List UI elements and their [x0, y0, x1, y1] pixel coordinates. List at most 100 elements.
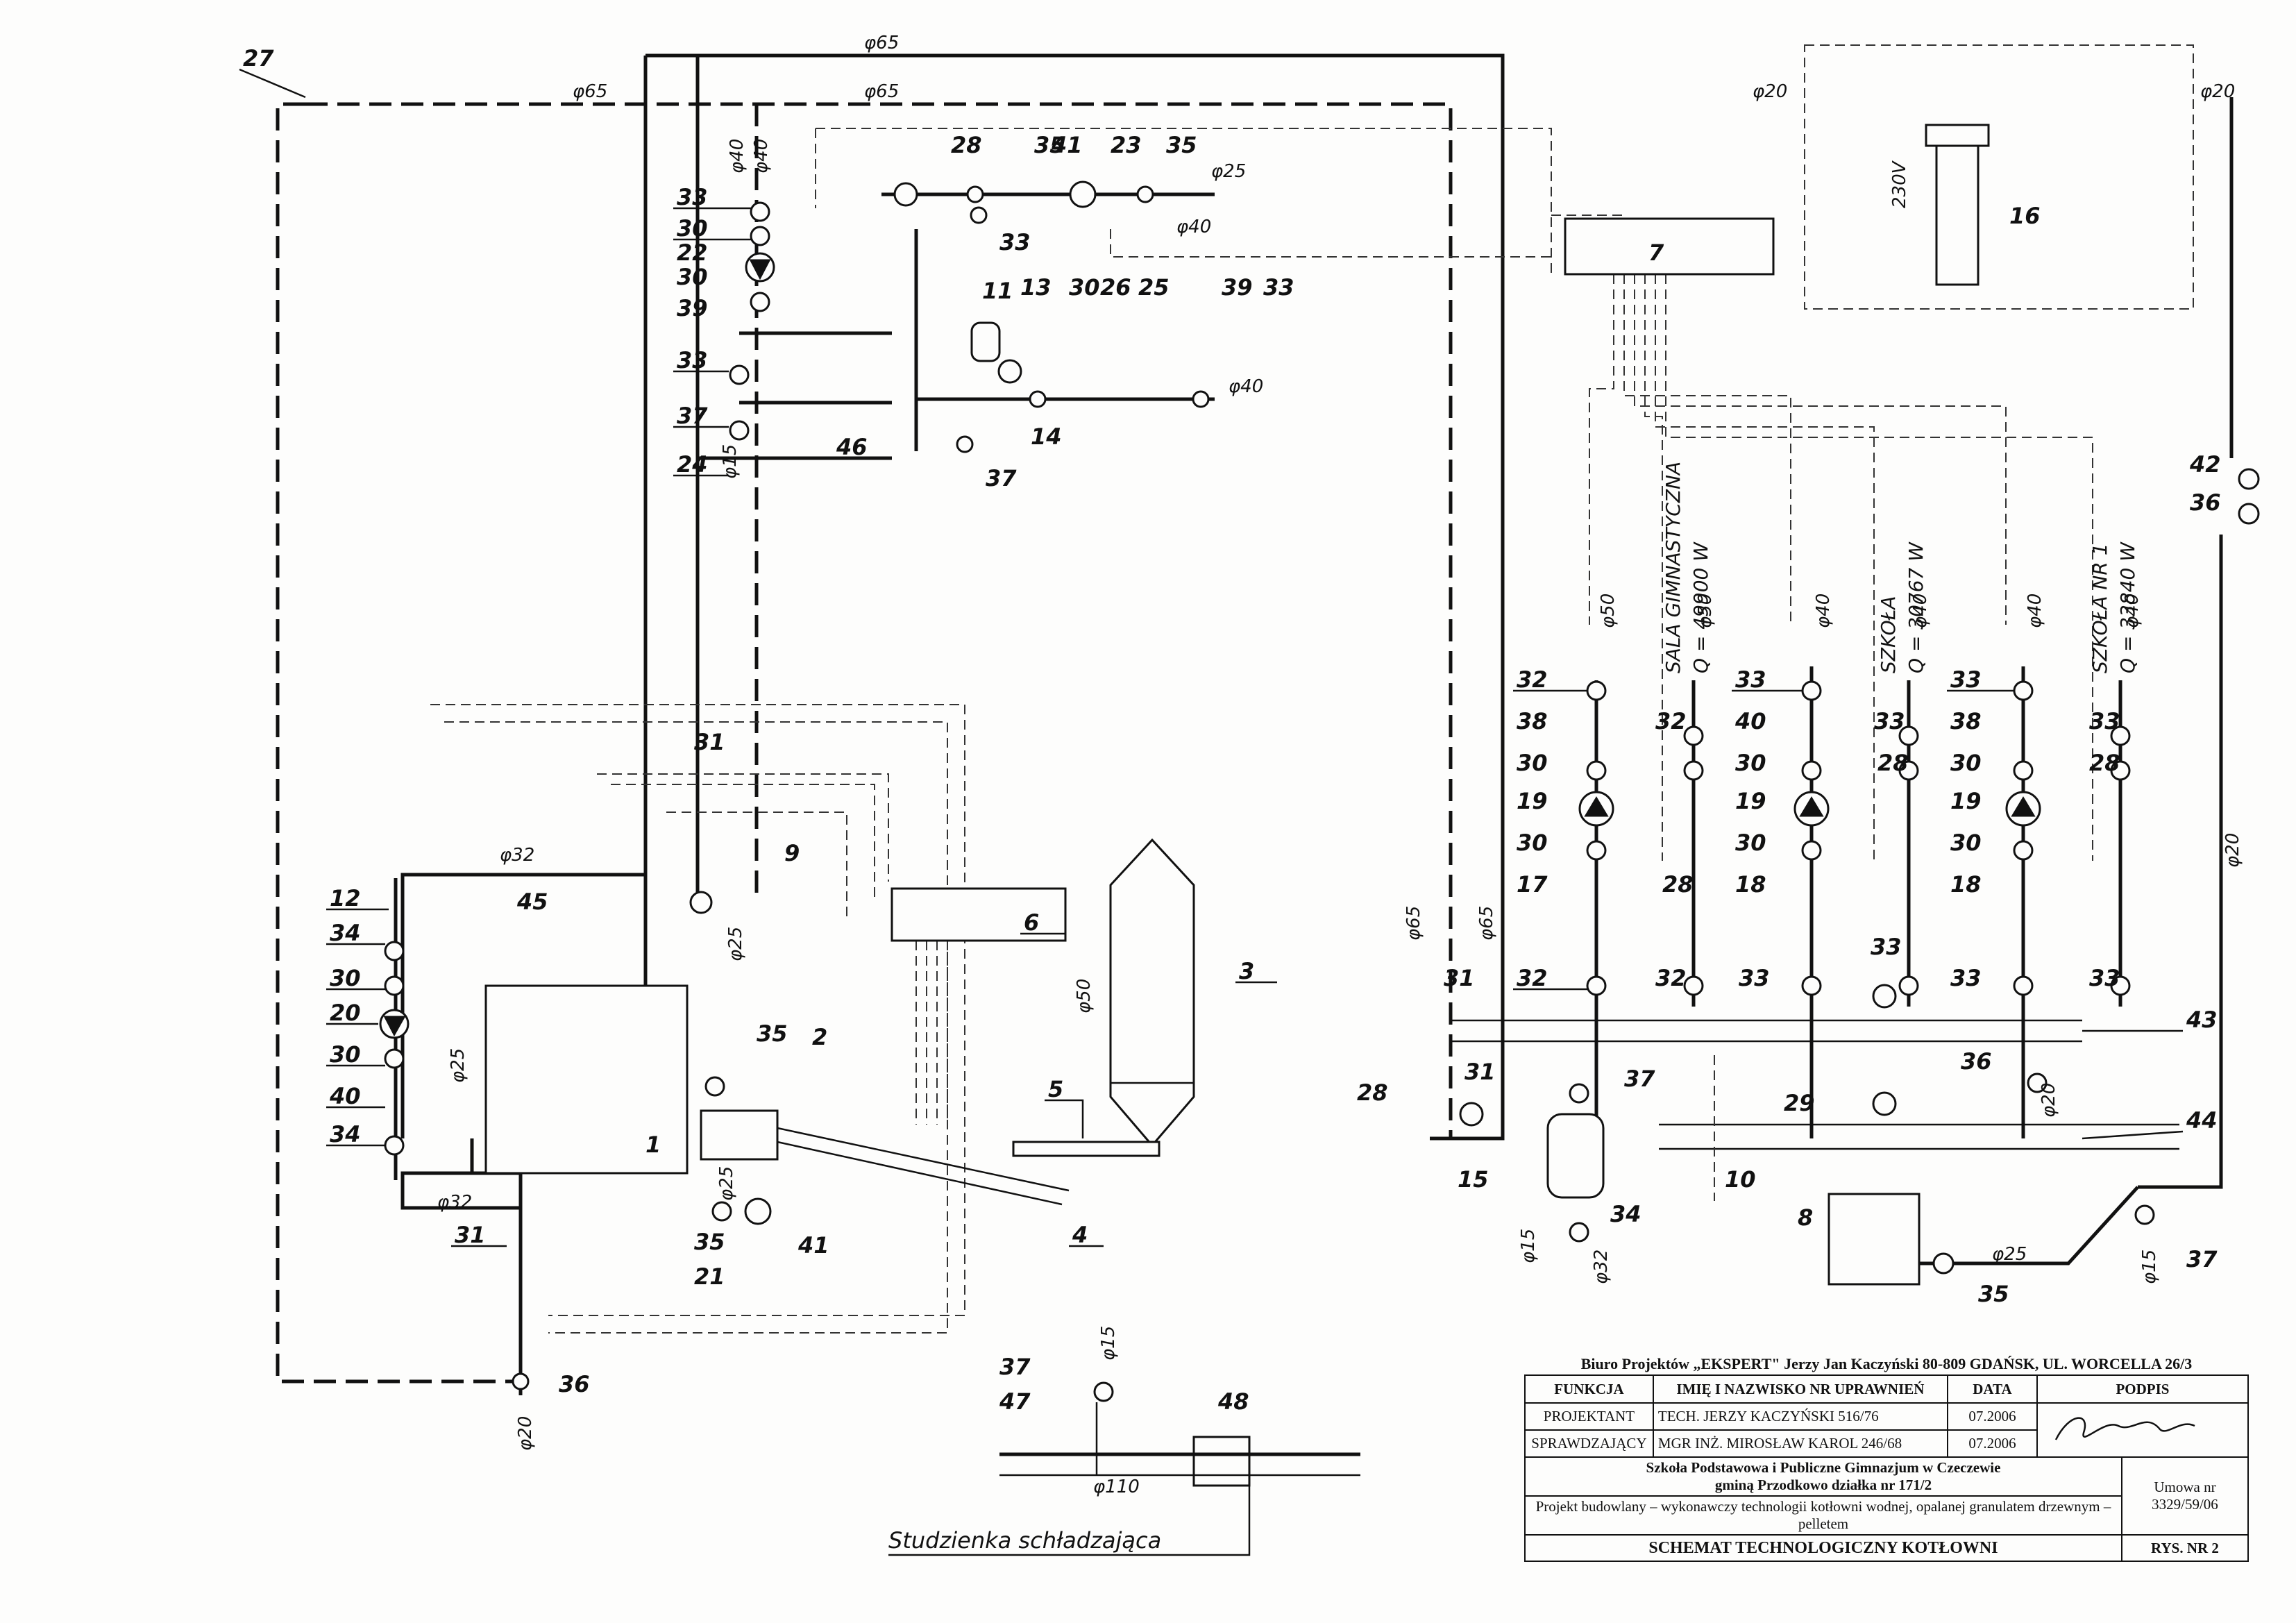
label-33j: 33 [1871, 934, 1902, 960]
boiler-1 [484, 984, 689, 1175]
label-33g: 33 [1950, 666, 1982, 693]
plot-location: gminą Przodkowo działka nr 171/2 [1714, 1477, 1932, 1493]
dim-phi20-bottom: φ20 [515, 1416, 536, 1451]
label-19c: 19 [1950, 788, 1982, 814]
circuit-school1-q: Q = 33840 W [2116, 541, 2139, 673]
label-32d: 32 [1655, 965, 1687, 991]
label-40: 40 [329, 1083, 361, 1109]
label-21: 21 [694, 1263, 725, 1290]
expansion-vessel-13 [970, 321, 1001, 362]
label-30g: 30 [1735, 750, 1766, 776]
circuit-school-q: Q = 30767 W [1905, 541, 1927, 673]
row-checker-date: 07.2006 [1946, 1429, 2038, 1458]
label-31d: 31 [1464, 1059, 1496, 1085]
cooling-well-leader [888, 1486, 1251, 1556]
cooling-well-48 [1192, 1436, 1251, 1487]
label-47: 47 [999, 1388, 1031, 1415]
label-28c: 28 [1662, 871, 1694, 898]
label-37e: 37 [999, 1354, 1031, 1380]
label-33c: 33 [999, 229, 1031, 255]
label-14: 14 [1031, 423, 1062, 450]
label-33f: 33 [1874, 708, 1905, 734]
label-28b: 28 [1357, 1079, 1388, 1106]
label-17: 17 [1517, 871, 1548, 898]
callout-numbers: 1 2 3 4 5 6 7 8 9 10 11 13 14 15 16 17 1… [243, 45, 2221, 1415]
dim-phi20-vert: φ20 [2222, 833, 2243, 868]
dim-phi25e: φ25 [716, 1166, 737, 1201]
dim-phi25d: φ25 [448, 1048, 469, 1083]
label-30d: 30 [1069, 274, 1100, 301]
label-37b: 37 [986, 465, 1017, 491]
dim-phi110: φ110 [1093, 1477, 1140, 1497]
label-30i: 30 [1950, 750, 1982, 776]
circuit-school1-name: SZKOŁA NR 1 [2088, 543, 2111, 673]
dim-phi40h: φ40 [2122, 594, 2143, 628]
label-18b: 18 [1950, 871, 1982, 898]
drawing-title: SCHEMAT TECHNOLOGICZNY KOTŁOWNI [1524, 1534, 2122, 1562]
row-checker-function: SPRAWDZAJĄCY [1524, 1429, 1654, 1458]
contract: Umowa nr 3329/59/06 [2120, 1456, 2249, 1536]
label-34b: 34 [330, 1121, 361, 1147]
dim-phi20-right: φ20 [2200, 81, 2235, 102]
label-44: 44 [2186, 1107, 2218, 1134]
label-16: 16 [2009, 203, 2041, 229]
label-27: 27 [243, 45, 274, 72]
label-40b: 40 [1734, 708, 1766, 734]
label-28: 28 [951, 132, 982, 158]
dim-phi50-silo: φ50 [1074, 979, 1095, 1014]
label-35: 35 [1034, 132, 1065, 158]
col-sign: PODPIS [2036, 1374, 2249, 1404]
dim-phi32b: φ32 [437, 1192, 472, 1213]
label-33e: 33 [1735, 666, 1766, 693]
label-39: 39 [677, 295, 708, 321]
pumps [379, 180, 2041, 1275]
label-29: 29 [1784, 1090, 1815, 1116]
label-48: 48 [1217, 1388, 1249, 1415]
label-43: 43 [2186, 1007, 2218, 1033]
label-30k: 30 [677, 264, 708, 290]
label-9: 9 [784, 840, 800, 866]
dim-phi15c: φ15 [2139, 1250, 2160, 1284]
school-name: Szkoła Podstawowa i Publiczne Gimnazjum … [1646, 1459, 2001, 1476]
circuit-gym-name: SALA GIMNASTYCZNA [1662, 462, 1685, 673]
label-33: 33 [677, 184, 708, 210]
pump-23 [1069, 180, 1097, 208]
dim-phi20-vert2: φ20 [2038, 1083, 2059, 1118]
pump-8-dosing [1932, 1252, 1955, 1275]
pipe-dimensions: φ65 φ65 φ65 φ32 φ32 φ25 φ40 φ40 φ20 φ20 … [437, 33, 2243, 1497]
pellet-silo-3 [1109, 838, 1195, 1147]
dim-phi50b: φ50 [1695, 594, 1716, 628]
make-up-unit-frame [1804, 44, 2194, 310]
cooling-well-note: Studzienka schładzająca [888, 1527, 1161, 1554]
label-42: 42 [2189, 451, 2221, 478]
label-41b: 41 [797, 1232, 829, 1259]
dim-phi65-vert2: φ65 [1476, 906, 1497, 941]
label-11: 11 [982, 278, 1013, 304]
title-table: FUNKCJA IMIĘ I NAZWISKO NR UPRAWNIEŃ DAT… [1524, 1374, 2249, 1562]
label-10: 10 [1725, 1166, 1756, 1193]
label-7: 7 [1648, 239, 1664, 266]
label-19: 19 [1517, 788, 1548, 814]
dim-phi25c: φ25 [725, 927, 746, 961]
label-30f: 30 [1517, 830, 1548, 856]
dim-phi50: φ50 [1598, 594, 1619, 628]
col-name: IMIĘ I NAZWISKO NR UPRAWNIEŃ [1652, 1374, 1948, 1404]
screw-conveyor-5 [1012, 1141, 1160, 1157]
dim-phi32c: φ32 [1591, 1250, 1612, 1284]
dim-phi20-left: φ20 [1753, 81, 1787, 102]
label-31b: 31 [455, 1222, 486, 1248]
label-1: 1 [645, 1132, 661, 1158]
label-32c: 32 [1517, 965, 1548, 991]
label-37c: 37 [1624, 1066, 1655, 1092]
dim-phi15b: φ15 [1518, 1229, 1539, 1263]
equipment [484, 44, 2194, 1487]
label-35d: 35 [694, 1229, 725, 1255]
row-designer-name: TECH. JERZY KACZYŃSKI 516/76 [1652, 1402, 1948, 1431]
dim-phi25: φ25 [1211, 161, 1246, 182]
controller-7 [1564, 217, 1775, 276]
row-checker-name: MGR INŻ. MIROSŁAW KAROL 246/68 [1652, 1429, 1948, 1458]
label-41: 41 [1051, 132, 1083, 158]
label-20: 20 [330, 1000, 361, 1026]
dim-phi15: φ15 [720, 444, 741, 479]
